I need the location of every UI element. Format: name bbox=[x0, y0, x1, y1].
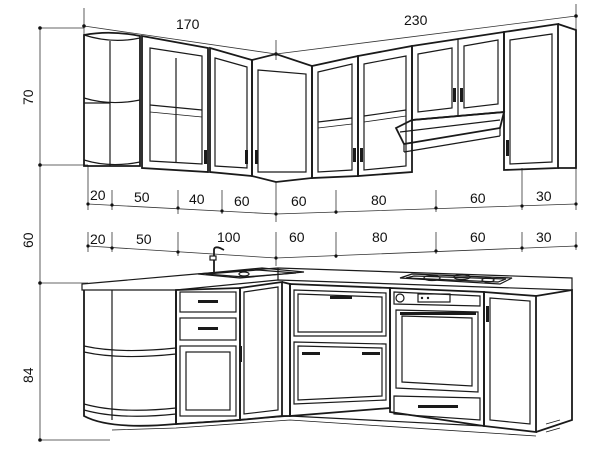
dim-upper-height: 70 bbox=[20, 89, 36, 105]
left-dimension-lines bbox=[38, 26, 110, 442]
upper-glass-cabinet-1 bbox=[141, 34, 209, 173]
upper-cabinets bbox=[83, 22, 577, 183]
dim-lower-2: 50 bbox=[136, 231, 152, 247]
lower-drawer-stack bbox=[289, 283, 391, 417]
dim-upper-3: 40 bbox=[189, 191, 205, 207]
dim-top-right-width: 230 bbox=[404, 12, 428, 28]
dim-upper-8: 30 bbox=[536, 188, 552, 204]
dim-upper-6: 80 bbox=[371, 192, 387, 208]
dim-top-left-width: 170 bbox=[176, 16, 200, 32]
dim-upper-2: 50 bbox=[134, 189, 150, 205]
dim-upper-7: 60 bbox=[470, 190, 486, 206]
upper-right-cabinet bbox=[503, 22, 577, 171]
dim-lower-4: 60 bbox=[289, 229, 305, 245]
top-dimension-lines bbox=[82, 4, 578, 60]
upper-cabinet-2 bbox=[209, 46, 253, 177]
lower-dim-row-lines bbox=[86, 232, 578, 266]
upper-dim-row-lines bbox=[86, 165, 578, 222]
lower-open-shelf bbox=[83, 290, 177, 427]
lower-drawer-column bbox=[175, 287, 241, 425]
range-hood bbox=[394, 110, 506, 153]
dim-upper-4: 60 bbox=[234, 193, 250, 209]
upper-glass-cabinet-4 bbox=[357, 44, 413, 177]
upper-open-shelf bbox=[83, 31, 141, 167]
dim-upper-1: 20 bbox=[90, 187, 106, 203]
lower-right-cabinet bbox=[483, 288, 573, 434]
upper-corner-cabinet bbox=[251, 53, 313, 183]
upper-glass-cabinet-3 bbox=[311, 54, 359, 179]
dim-gap-height: 60 bbox=[20, 232, 36, 248]
lower-door-cabinet bbox=[239, 280, 283, 421]
dim-lower-1: 20 bbox=[90, 231, 106, 247]
dim-lower-3: 100 bbox=[217, 229, 241, 245]
lower-cabinets bbox=[83, 280, 573, 434]
dim-lower-7: 30 bbox=[536, 229, 552, 245]
upper-hood-cabinet bbox=[411, 30, 505, 121]
dim-lower-6: 60 bbox=[470, 229, 486, 245]
sink bbox=[197, 246, 305, 279]
oven bbox=[389, 287, 485, 428]
dim-lower-5: 80 bbox=[372, 229, 388, 245]
dim-upper-5: 60 bbox=[291, 193, 307, 209]
lower-corner bbox=[281, 281, 291, 417]
plinth bbox=[111, 415, 537, 437]
dim-lower-height: 84 bbox=[20, 367, 36, 383]
cooktop bbox=[399, 273, 513, 285]
